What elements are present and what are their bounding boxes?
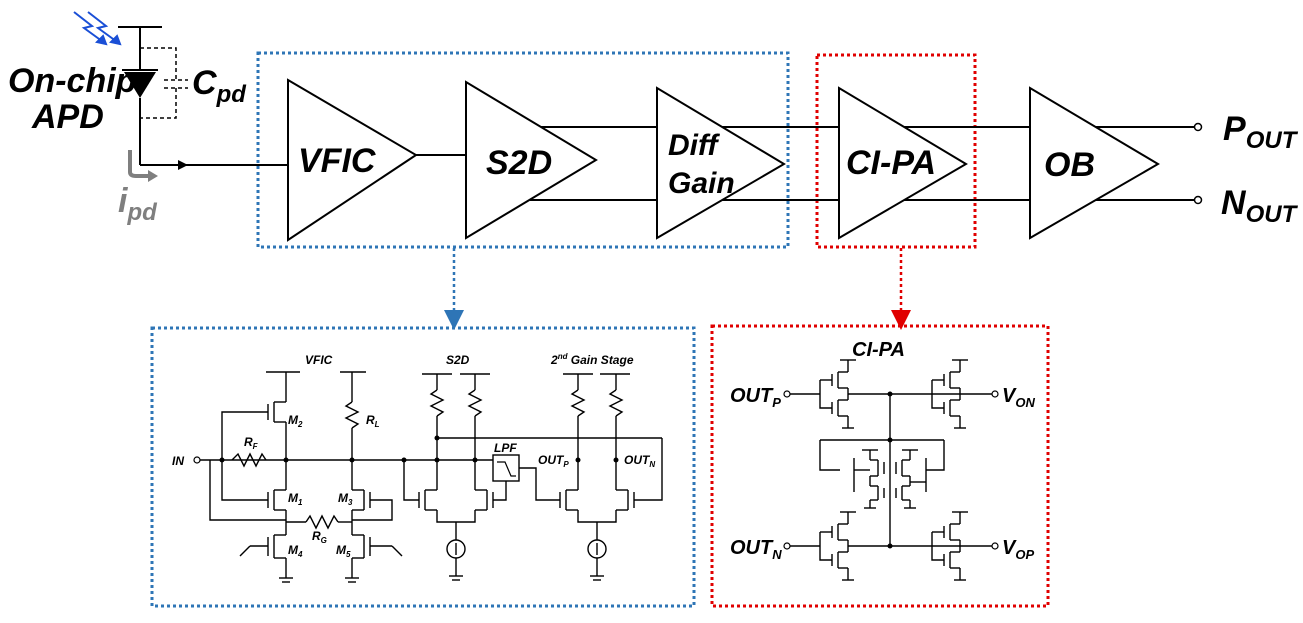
von-terminal — [991, 390, 999, 398]
junction-dot — [887, 391, 893, 397]
pout-label: POUT — [1223, 110, 1299, 154]
top-level-diagram: On-chip APD Cpd ipd VFIC S2D Diff Gain C… — [8, 11, 1299, 330]
in-terminal — [193, 456, 201, 464]
pout-terminal — [1193, 122, 1203, 132]
cipa-title: CI-PA — [852, 339, 905, 361]
diff-gain-label-line2: Gain — [668, 167, 735, 200]
nout-label: NOUT — [1221, 184, 1299, 228]
apd-photodiode — [118, 26, 288, 170]
cipa-circuit — [790, 359, 992, 581]
ob-block — [1029, 86, 1160, 240]
left-detail-schematic: VFIC S2D 2nd Gain Stage — [150, 326, 696, 608]
lpf-label: LPF — [494, 441, 517, 455]
apd-label-line2: APD — [31, 98, 104, 136]
ipd-label: ipd — [118, 182, 158, 226]
m1-label: M1 — [288, 491, 303, 507]
vop-label: VOP — [1002, 537, 1034, 562]
m4-label: M4 — [288, 543, 303, 559]
m3-label: M3 — [338, 491, 353, 507]
cipa-label: CI-PA — [846, 144, 936, 182]
left-detail-box — [150, 326, 696, 608]
vop-terminal — [991, 542, 999, 550]
cipa-group-box — [815, 53, 977, 249]
vfic-block — [287, 78, 418, 242]
cipa-outn-label: OUTN — [730, 537, 782, 562]
s2d-title: S2D — [446, 353, 470, 367]
s2d-circuit — [403, 374, 662, 581]
cipa-block — [838, 86, 968, 240]
apd-label-line1: On-chip — [8, 62, 136, 100]
s2d-label: S2D — [486, 144, 552, 182]
vfic-s2d-diff-group-box — [256, 51, 790, 249]
junction-dot — [349, 457, 355, 463]
m5-label: M5 — [336, 543, 351, 559]
cipa-outn-terminal — [783, 542, 791, 550]
junction-dot — [613, 457, 619, 463]
cipa-outp-terminal — [783, 390, 791, 398]
vfic-title: VFIC — [305, 353, 333, 367]
rl-branch — [286, 372, 404, 583]
in-label: IN — [172, 454, 184, 468]
diff-gain-label-line1: Diff — [668, 129, 720, 162]
vfic-core — [200, 372, 293, 583]
ipd-arrow — [128, 150, 158, 182]
m2-label: M2 — [288, 413, 303, 429]
junction-dot — [434, 435, 440, 441]
right-detail-box — [710, 324, 1050, 608]
vfic-label: VFIC — [298, 142, 376, 180]
ob-label: OB — [1044, 146, 1095, 184]
rf-label: RF — [244, 435, 259, 451]
light-icon — [73, 11, 122, 46]
cpd-capacitor — [140, 47, 188, 119]
junction-dot — [887, 543, 893, 549]
junction-dot — [219, 457, 225, 463]
gain-stage-title: 2nd Gain Stage — [550, 352, 634, 367]
lpf-block — [492, 454, 520, 482]
junction-dot — [434, 457, 440, 463]
rg-label: RG — [312, 529, 327, 545]
cpd-label: Cpd — [192, 64, 247, 108]
cipa-outp-label: OUTP — [730, 385, 781, 410]
von-label: VON — [1002, 385, 1035, 410]
gain-stage-circuit — [519, 374, 663, 581]
junction-dot — [472, 457, 478, 463]
outp-label-left: OUTP — [538, 453, 569, 469]
outn-label-left: OUTN — [624, 453, 655, 469]
junction-dot — [575, 457, 581, 463]
right-detail-schematic: CI-PA — [710, 324, 1050, 608]
junction-dot — [401, 457, 407, 463]
s2d-block — [465, 80, 598, 240]
diff-gain-block — [656, 86, 786, 240]
nout-terminal — [1193, 195, 1203, 205]
rl-label: RL — [366, 413, 380, 429]
junction-dot — [887, 437, 893, 443]
